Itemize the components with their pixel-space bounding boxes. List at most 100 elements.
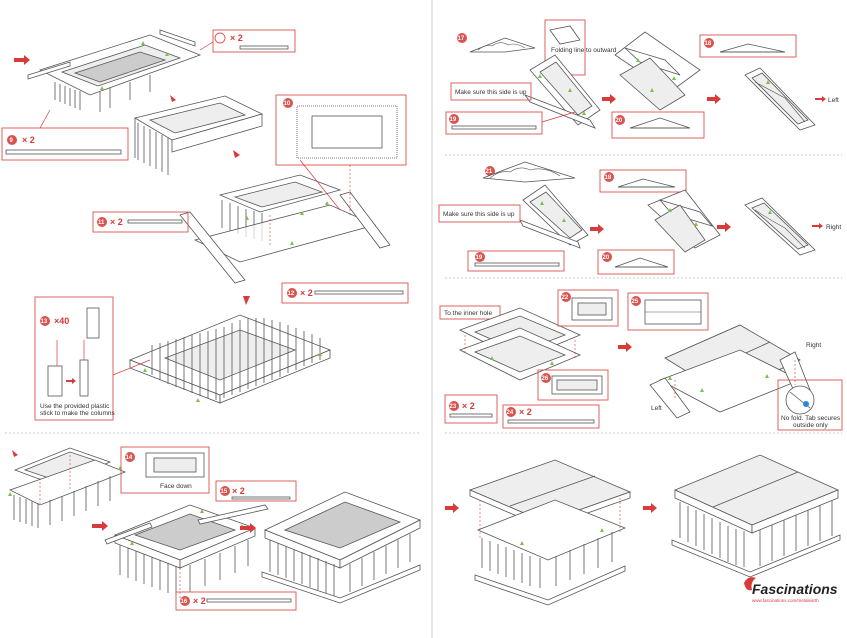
part-count: × 2 [300, 288, 313, 298]
step-number: 10 [284, 101, 291, 107]
step-number: 18 [605, 175, 612, 181]
step-24-callout: 24 × 2 [502, 404, 600, 429]
step-23-callout: 23 × 2 [444, 394, 498, 424]
inner-hole-label: To the inner hole [444, 310, 492, 317]
brand-logo: Fascinations www.fascinations.com/metale… [744, 577, 838, 603]
flow-arrow [233, 150, 240, 158]
step-17-pediment: 17 [457, 33, 536, 53]
face-down-label: Face down [160, 483, 192, 490]
step-number: 8 [217, 36, 221, 42]
folding-line-label: Folding line to outward [551, 47, 617, 54]
step-number: 22 [562, 295, 569, 301]
step-number: 16 [181, 599, 188, 605]
flow-arrow [92, 521, 108, 531]
logo-swoosh-icon [744, 577, 756, 591]
step-22-callout: 22 [557, 289, 619, 327]
step-20-callout: 20 [611, 111, 705, 139]
step-9-callout: 9 × 2 [1, 109, 129, 161]
flow-arrow [590, 224, 604, 234]
left-label-roof: Left [651, 405, 662, 412]
columns-note-line2: stick to make the columns [40, 410, 116, 417]
step-25-callout: 25 [627, 292, 709, 331]
flow-arrow [602, 94, 616, 104]
step-8-callout: 8 × 2 [199, 29, 296, 53]
part-count: × 2 [22, 135, 35, 145]
part-count: ×40 [54, 316, 69, 326]
inner-hole-note: To the inner hole [439, 305, 501, 320]
step-number: 26 [542, 376, 549, 382]
step-19-callout: 19 [445, 111, 576, 135]
flow-arrow [445, 503, 459, 513]
flow-arrow [243, 296, 250, 305]
make-sure-note-1: Make sure this side is up [450, 82, 532, 101]
step-12-callout: 12 × 2 [281, 282, 409, 304]
flow-arrow [12, 450, 18, 457]
step-number: 20 [603, 255, 610, 261]
flow-arrow [240, 523, 256, 533]
part-count: × 2 [232, 486, 245, 496]
step-number: 21 [486, 169, 493, 175]
step-19b-callout: 19 [467, 250, 565, 272]
fold-note-callout: No fold. Tab secures outside only [777, 379, 843, 431]
step-13-callout: 13 ×40 Use the provided plastic stick to… [34, 296, 116, 421]
make-sure-note-2: Make sure this side is up [438, 204, 521, 223]
step-11-callout: 11 × 2 [92, 211, 189, 233]
assembly-colonnade [112, 314, 332, 404]
step-26-callout: 26 [537, 369, 609, 401]
make-sure-label: Make sure this side is up [455, 89, 527, 96]
step-14-callout: 14 Face down [120, 446, 210, 494]
assembly-base-step9 [133, 95, 264, 175]
folding-note: Folding line to outward [544, 19, 617, 76]
part-count: × 2 [462, 401, 475, 411]
step-number: 13 [41, 319, 48, 325]
fold-note-line1: No fold. Tab secures [781, 415, 841, 422]
part-count: × 2 [193, 596, 206, 606]
step-15-callout: 15 × 2 [215, 480, 297, 502]
right-label: Right [826, 224, 841, 231]
step-number: 19 [476, 255, 483, 261]
step-number: 20 [616, 118, 623, 124]
step-number: 15 [221, 489, 228, 495]
step-number: 23 [450, 404, 457, 410]
part-count: × 2 [230, 33, 243, 43]
assembly-base-step8 [27, 29, 202, 112]
assembly-roof-step15 [104, 504, 269, 600]
fold-note-line2: outside only [793, 422, 828, 429]
step-21-pediment: 21 [482, 161, 576, 183]
pediment-right-finished: Right [744, 197, 841, 256]
left-label: Left [828, 97, 839, 104]
flow-arrow [717, 222, 731, 232]
pediment-assembly-a [614, 31, 701, 111]
step-18b-callout: 18 [599, 169, 687, 193]
step-number: 18 [705, 41, 712, 47]
part-count: × 2 [519, 407, 532, 417]
assembly-roof-frame-b [458, 307, 582, 381]
pediment-assembly-b [647, 189, 721, 253]
flow-arrow [707, 94, 721, 104]
pediment-left-finished: Left [744, 67, 839, 131]
step-20b-callout: 20 [597, 249, 675, 275]
step-18-callout: 18 [699, 34, 797, 58]
part-count: × 2 [110, 217, 123, 227]
flow-arrow [643, 503, 657, 513]
step-number: 25 [632, 299, 639, 305]
flow-arrow [618, 342, 632, 352]
columns-note-line1: Use the provided plastic [40, 403, 110, 410]
assembly-final-roof-placement [468, 459, 632, 606]
step-10-callout: 10 [275, 94, 407, 166]
assembly-final-temple [671, 454, 841, 578]
step-number: 24 [507, 410, 514, 416]
pediment-frame-a [523, 54, 601, 129]
step-16-callout: 16 × 2 [175, 591, 297, 611]
flow-arrow [14, 55, 30, 65]
brand-url: www.fascinations.com/metalearth [752, 598, 819, 603]
assembly-roof-final: Right Left [649, 324, 821, 419]
assembly-base-step10 [179, 159, 391, 284]
step-number: 11 [98, 220, 105, 226]
step-number: 14 [126, 455, 133, 461]
step-number: 19 [450, 117, 457, 123]
step-number: 9 [10, 138, 14, 144]
right-label-roof: Right [806, 342, 821, 349]
step-number: 17 [458, 36, 465, 42]
